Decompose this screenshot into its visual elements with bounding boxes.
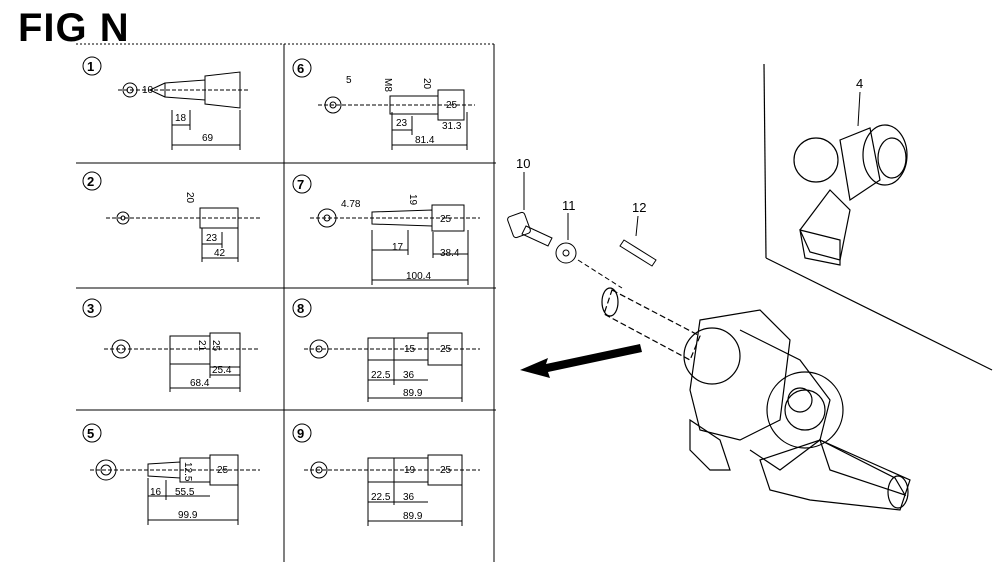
dim-label: 15	[404, 344, 416, 355]
panel-1-label: 1	[87, 59, 94, 74]
dim-label: 25	[217, 465, 229, 476]
dim-label: 22.5	[371, 492, 391, 503]
panel-1	[82, 56, 250, 150]
dim-label: 23	[396, 118, 408, 129]
dim-label: M8	[382, 78, 393, 92]
direction-arrow-icon	[520, 344, 642, 378]
dim-label: 12.5	[182, 462, 193, 482]
panel-2-label: 2	[87, 174, 94, 189]
dim-label: 68.4	[190, 378, 210, 389]
dim-label: 69	[202, 133, 214, 144]
dim-label: 16	[150, 487, 162, 498]
panel-7	[292, 174, 480, 285]
dim-label: 20	[421, 78, 432, 90]
dim-label: 25.4	[212, 365, 232, 376]
dim-label: 36	[403, 370, 415, 381]
governor-part	[763, 63, 993, 371]
panel-6-label: 6	[297, 61, 304, 76]
dim-label: 17	[392, 242, 404, 253]
callout-12: 12	[632, 200, 646, 215]
crankshaft-part	[601, 287, 911, 511]
dim-label: 55.5	[175, 487, 195, 498]
panel-2	[82, 171, 262, 262]
dim-label: 19	[407, 194, 418, 206]
dim-label: 89.9	[403, 511, 423, 522]
panel-8	[292, 298, 480, 402]
callout-4: 4	[856, 76, 863, 91]
key-part	[619, 239, 657, 267]
panel-grid	[76, 43, 496, 562]
leader-lines	[523, 91, 861, 289]
dim-label: 81.4	[415, 135, 435, 146]
panel-3	[82, 298, 260, 392]
panel-9-label: 9	[297, 426, 304, 441]
dim-label: 5	[346, 75, 352, 86]
dim-label: 100.4	[406, 271, 431, 282]
figure-title: FIG N	[18, 6, 130, 50]
panel-5	[82, 423, 260, 525]
dim-label: 20	[184, 192, 195, 204]
dim-label: 21	[196, 340, 207, 352]
dim-label: 19	[404, 465, 416, 476]
dim-label: 25	[440, 344, 452, 355]
panel-9	[292, 423, 480, 526]
dim-label: 25	[440, 214, 452, 225]
dim-label: 22.5	[371, 370, 391, 381]
dim-label: 31.3	[442, 121, 462, 132]
panel-7-label: 7	[297, 177, 304, 192]
callout-10: 10	[516, 156, 530, 171]
callout-11: 11	[562, 198, 576, 213]
dim-label: 23	[206, 233, 218, 244]
dim-label: 42	[214, 248, 226, 259]
panel-3-label: 3	[87, 301, 94, 316]
dim-label: 25	[446, 100, 458, 111]
panel-8-label: 8	[297, 301, 304, 316]
dim-label: 36	[403, 492, 415, 503]
dim-label: 4.78	[341, 199, 361, 210]
panel-6	[292, 58, 475, 150]
dim-label: 99.9	[178, 510, 198, 521]
panel-5-label: 5	[87, 426, 94, 441]
dim-label: 18	[175, 113, 187, 124]
dim-label: 10	[142, 85, 154, 96]
dim-label: 25	[210, 340, 221, 352]
dim-label: 89.9	[403, 388, 423, 399]
washer-part	[555, 242, 577, 264]
dim-label: 38.4	[440, 248, 460, 259]
dim-label: 25	[440, 465, 452, 476]
bolt-part	[507, 211, 553, 247]
